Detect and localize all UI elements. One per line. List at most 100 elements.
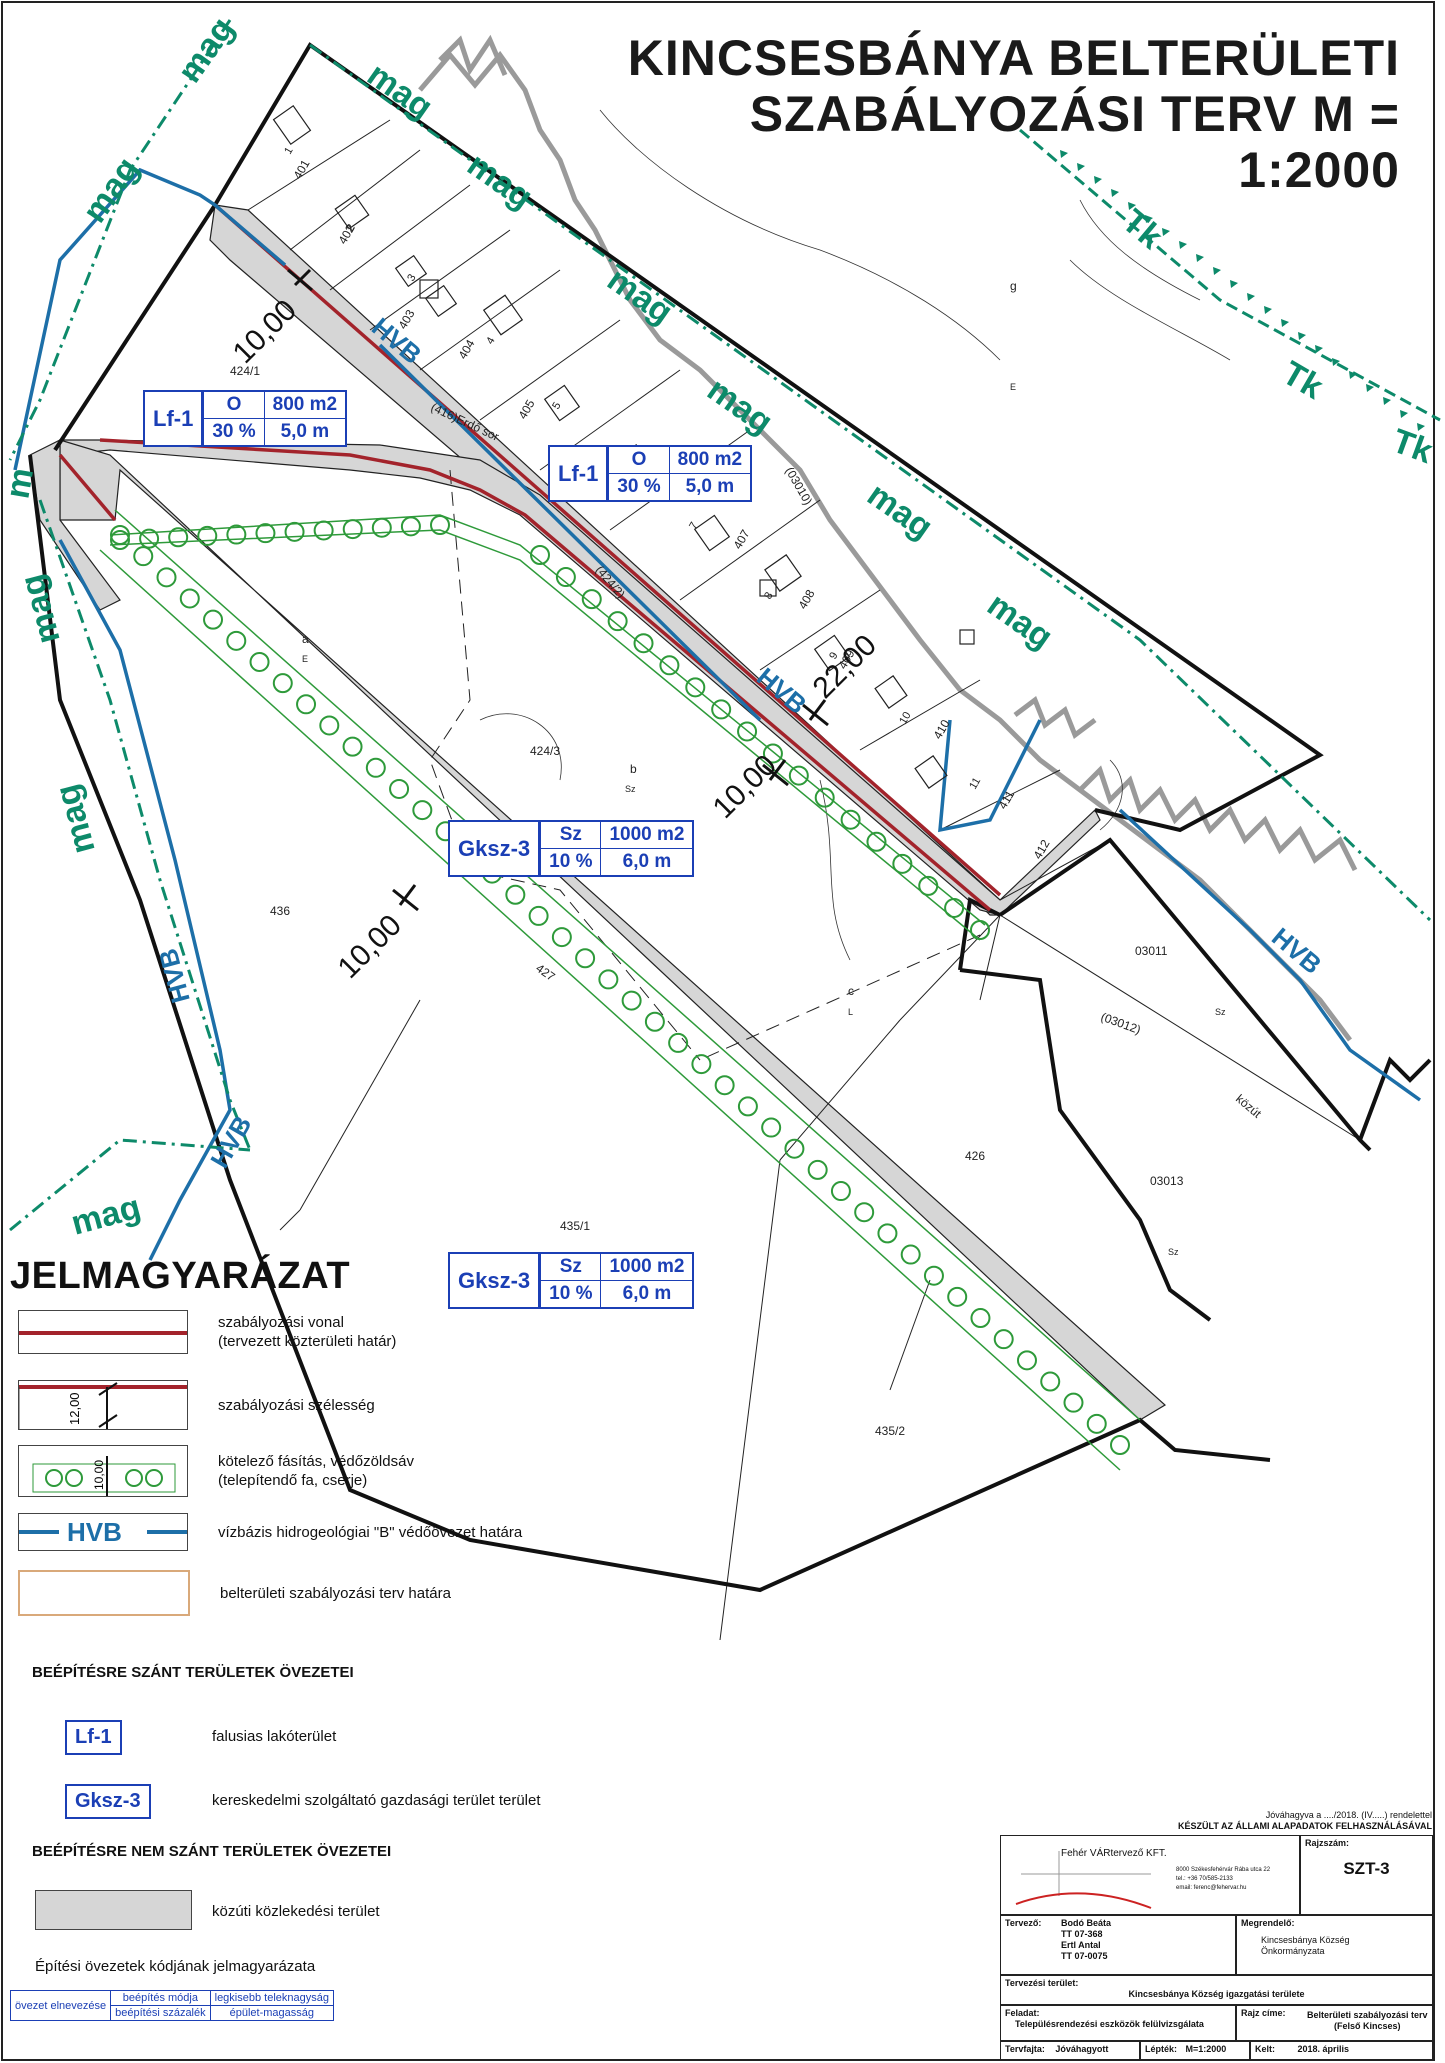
scale-label: Lépték: [1145, 2044, 1178, 2054]
tree-symbol [319, 715, 340, 736]
area-cell: Tervezési terület: Kincsesbánya Község i… [1000, 1975, 1433, 2005]
parcel-label: a [302, 632, 309, 646]
drawing-title-cell: Rajz címe: Belterületi szabályozási terv… [1236, 2005, 1433, 2041]
tk-arrow [1298, 332, 1306, 340]
phase-label: Tervfajta: [1005, 2044, 1045, 2054]
legend-title: JELMAGYARÁZAT [10, 1255, 351, 1297]
legend-dim: 10,00 [92, 1460, 106, 1490]
parcel-label: 426 [965, 1149, 985, 1163]
legend: JELMAGYARÁZAT [10, 1255, 710, 2055]
tk-arrow [1349, 371, 1357, 379]
zone-height: 5,0 m [668, 474, 750, 500]
zone-type: O [203, 392, 264, 419]
tree-symbol [970, 1308, 991, 1329]
parcel-label: 404 [455, 337, 477, 362]
basis-text: KÉSZÜLT AZ ÁLLAMI ALAPADATOK FELHASZNÁLÁ… [1178, 1821, 1432, 1831]
tree-symbol [226, 524, 247, 545]
mag-label: mag [13, 570, 68, 647]
zone-code: Gksz-3 [450, 822, 541, 875]
tree-symbol [840, 809, 861, 830]
tree-symbol [918, 875, 939, 896]
parcel-label: (03012) [1099, 1010, 1143, 1037]
tree-symbol [296, 694, 317, 715]
hvb-label: HVB [1266, 922, 1327, 980]
mag-label: mag [600, 260, 679, 331]
tree-symbol [284, 521, 305, 542]
tree-symbol [156, 567, 177, 588]
firm-logo [1015, 1851, 1152, 1909]
tree-symbol [944, 897, 965, 918]
firm-cell: Fehér VÁRtervező KFT. 8000 Székesfehérvá… [1000, 1835, 1300, 1915]
tk-arrow [1400, 410, 1408, 418]
house-no: 2 [344, 222, 357, 233]
house-no: 4 [484, 335, 497, 346]
zone-height: 5,0 m [263, 419, 345, 445]
tk-arrow [1366, 384, 1374, 392]
tree-belts [99, 509, 1141, 1471]
parcel-label: 405 [515, 397, 537, 422]
dim-label: 10,00 [332, 909, 408, 985]
tree-symbol [528, 905, 549, 926]
tree-symbol [1016, 1350, 1037, 1371]
tk-arrow [1128, 202, 1136, 210]
parcel-label: 424/3 [530, 744, 560, 758]
legend-symbol: HVB [18, 1513, 188, 1551]
legend-text: (telepítendő fa, cserje) [218, 1472, 368, 1489]
tree-symbol [389, 778, 410, 799]
tk-arrow [1111, 189, 1119, 197]
zone-area: 800 m2 [668, 447, 751, 474]
tree-symbol [711, 699, 732, 720]
zone-area: 800 m2 [263, 392, 346, 419]
legend-text: belterületi szabályozási terv határa [220, 1584, 451, 1602]
tree-symbol [644, 1011, 665, 1032]
area-label: Tervezési terület: [1005, 1978, 1079, 1988]
zone-height: 6,0 m [600, 849, 692, 875]
phase-cell: Tervfajta: Jóváhagyott [1000, 2041, 1140, 2060]
section-unbuilt-zones: BEÉPÍTÉSRE NEM SZÁNT TERÜLETEK ÖVEZETEI [32, 1843, 392, 1860]
regulation-lines [58, 203, 1002, 912]
parcel-label: 411 [995, 788, 1017, 812]
use-label: Sz [625, 784, 636, 794]
task-cell: Feladat: Településrendezési eszközök fel… [1000, 2005, 1236, 2041]
tree-symbol [814, 787, 835, 808]
designer-cell: Tervező: Bodó Beáta TT 07-368 Ertl Antal… [1000, 1915, 1236, 1975]
zone-box-gksz3: Gksz-3 Sz 1000 m2 10 % 6,0 m [448, 820, 695, 877]
tk-arrow [1145, 215, 1153, 223]
zone-type: Sz [540, 822, 601, 849]
client-name: Kincsesbánya Község [1261, 1935, 1350, 1945]
client-cell: Megrendelő: Kincsesbánya Község Önkormán… [1236, 1915, 1433, 1975]
tree-symbol [714, 1075, 735, 1096]
house-no: 9 [827, 650, 840, 661]
tree-symbol [400, 516, 421, 537]
tree-symbol [993, 1329, 1014, 1350]
drawing-subtitle: (Felső Kincses) [1334, 2021, 1401, 2031]
legend-text: kötelező fásítás, védőzöldsáv [218, 1453, 414, 1470]
tree-symbol [272, 673, 293, 694]
tree-symbol [685, 677, 706, 698]
use-label: E [1010, 382, 1016, 392]
tree-symbol [854, 1202, 875, 1223]
tree-symbol [607, 611, 628, 632]
tree-symbol [947, 1286, 968, 1307]
code-cell: övezet elnevezése [9, 1990, 112, 2021]
zone-code: Gksz-3 [450, 1254, 541, 1307]
legend-zone-desc: falusias lakóterület [212, 1728, 337, 1745]
parcel-label: 427 [533, 961, 558, 984]
legend-zone-lf1: Lf-1 [65, 1720, 122, 1755]
tree-symbol [110, 530, 130, 550]
client-name: Önkormányzata [1261, 1946, 1325, 1956]
legend-zone-desc: kereskedelmi szolgáltató gazdasági terül… [212, 1792, 541, 1809]
m-label: m [0, 465, 41, 501]
zone-code: Lf-1 [550, 447, 609, 500]
tk-arrow [1213, 267, 1221, 275]
house-no: 10 [897, 710, 914, 727]
legend-text: szabályozási szélesség [218, 1396, 375, 1414]
code-cell: beépítés módja [110, 1990, 211, 2006]
date-cell: Kelt: 2018. április [1250, 2041, 1433, 2060]
mag-label: mag [67, 1188, 144, 1243]
tk-arrow [1332, 358, 1340, 366]
tree-symbol [575, 948, 596, 969]
zone-type: O [608, 447, 669, 474]
parcel-label: közút [1233, 1092, 1264, 1122]
